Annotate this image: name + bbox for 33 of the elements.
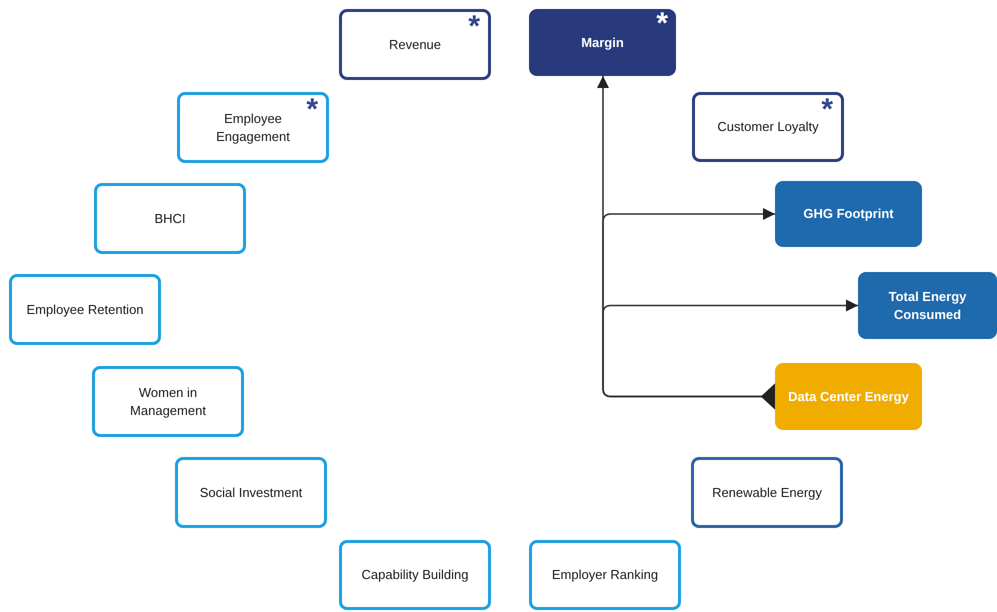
metric-label: Employee Retention <box>26 300 144 318</box>
asterisk-mark: * <box>306 95 318 125</box>
asterisk-mark: * <box>821 95 833 125</box>
metric-label: Social Investment <box>200 484 302 502</box>
metric-box <box>177 92 329 163</box>
metric-label: BHCI <box>154 210 186 228</box>
metric-label: Employer Ranking <box>552 566 658 584</box>
metric-label: Data Center Energy <box>788 388 909 406</box>
metric-box <box>9 274 161 345</box>
connector-arrow <box>602 300 858 410</box>
metric-box <box>858 272 997 339</box>
metric-box <box>92 366 244 437</box>
metric-label: Total Energy Consumed <box>888 288 968 324</box>
metric-label: Revenue <box>388 36 442 54</box>
metric-box <box>175 457 327 528</box>
metric-box <box>94 183 246 254</box>
metric-label: Customer Loyalty <box>717 118 819 136</box>
metric-label: Employee Engagement <box>215 110 291 146</box>
metric-label: Renewable Energy <box>712 484 822 502</box>
metric-label: Capability Building <box>362 566 468 584</box>
metric-label: Margin <box>581 34 624 52</box>
asterisk-mark: * <box>656 9 668 39</box>
metric-box <box>775 181 922 247</box>
metric-box <box>775 363 922 430</box>
asterisk-mark: * <box>468 12 480 42</box>
metric-box <box>339 540 491 610</box>
metric-box <box>529 540 681 610</box>
metric-box <box>339 9 491 80</box>
metric-label: Women in Management <box>129 384 207 420</box>
metric-box <box>692 92 844 162</box>
metric-label: GHG Footprint <box>803 205 894 223</box>
metric-box <box>529 9 676 76</box>
metric-box <box>691 457 843 528</box>
